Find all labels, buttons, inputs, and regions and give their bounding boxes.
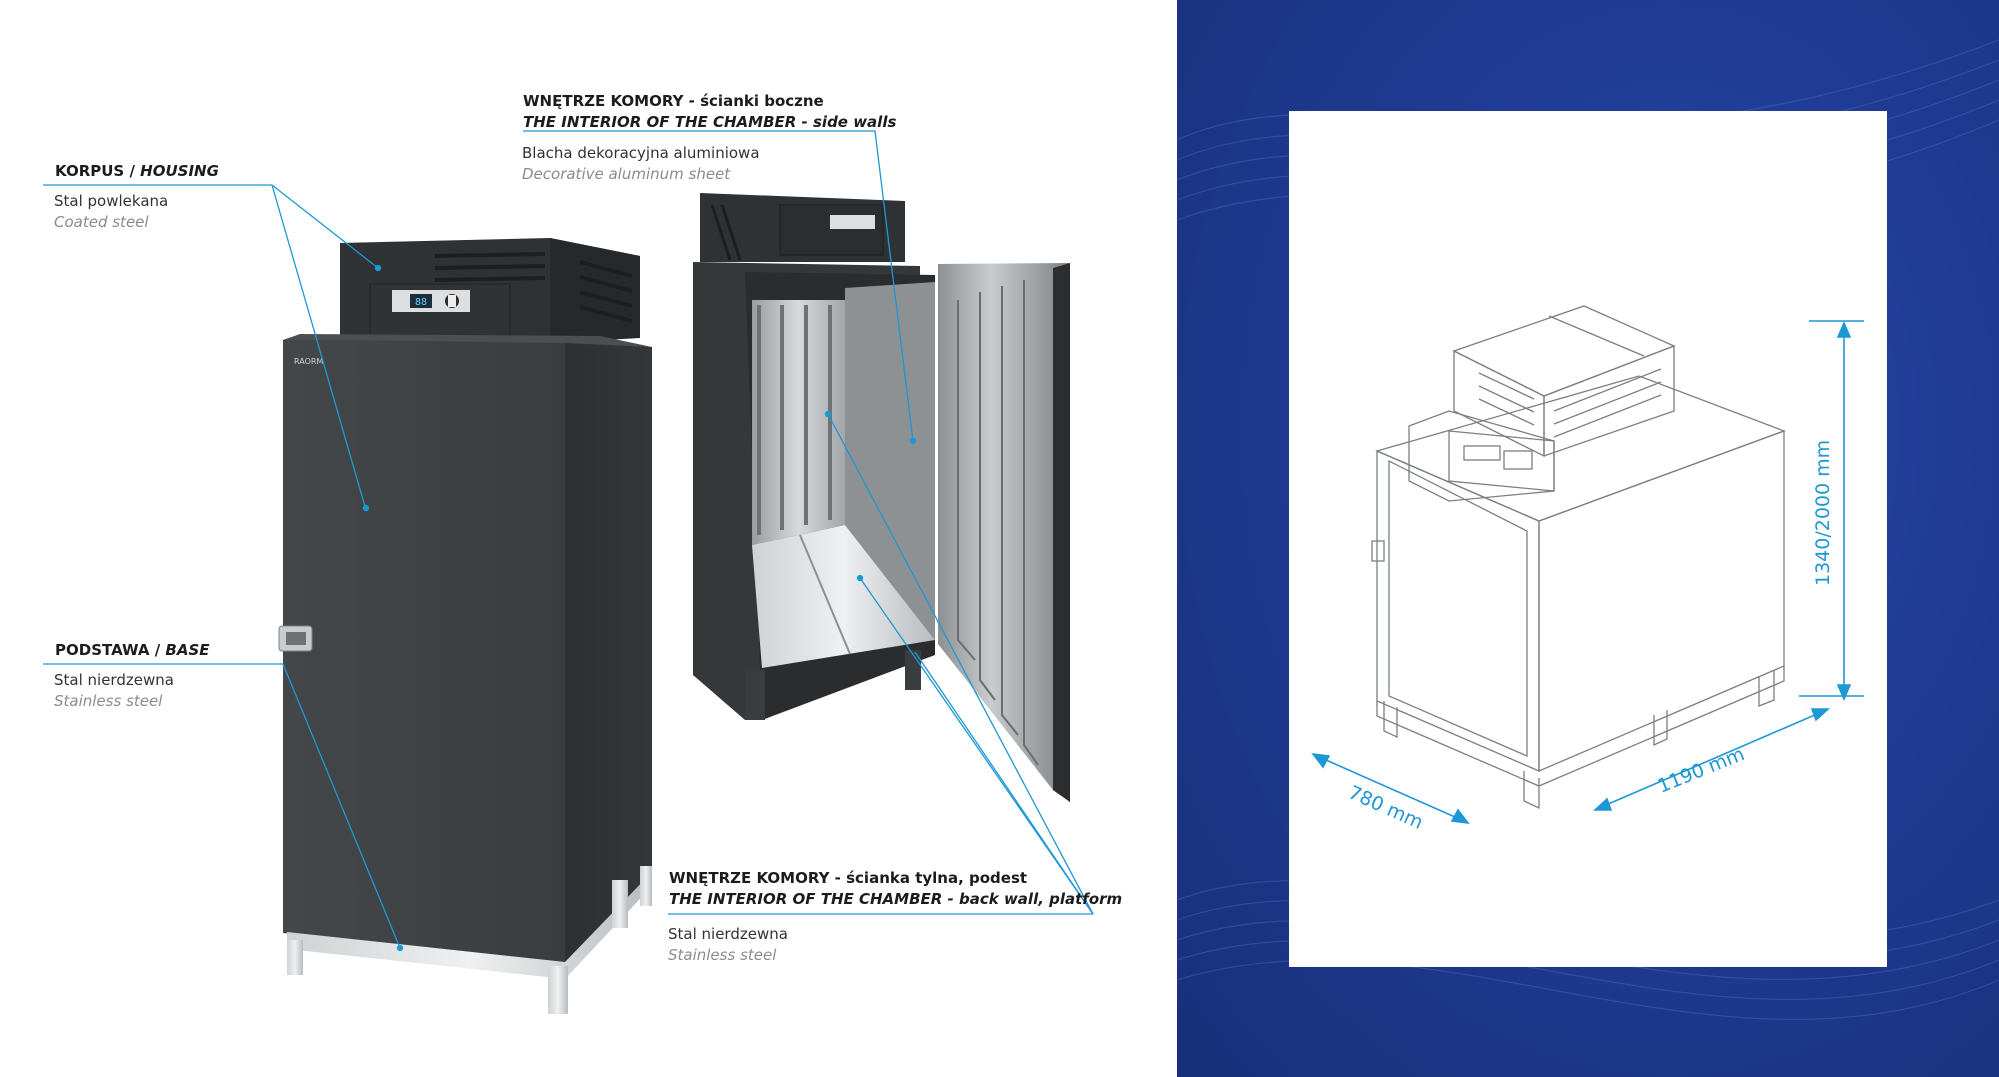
brand-logo: RAORM [294, 357, 323, 366]
housing-material-en: Coated steel [54, 213, 149, 231]
housing-label: KORPUS / HOUSING [55, 161, 219, 182]
back-wall-head-en: THE INTERIOR OF THE CHAMBER - back wall,… [669, 890, 1123, 908]
base-material: Stal nierdzewna Stainless steel [54, 670, 174, 712]
technical-drawing-panel: 780 mm 1190 mm 1340/2000 mm [1177, 0, 1999, 1077]
side-walls-head-pl: WNĘTRZE KOMORY - ścianki boczne [523, 92, 824, 110]
drawing-card: 780 mm 1190 mm 1340/2000 mm [1289, 111, 1887, 967]
depth-dimension: 780 mm [1345, 781, 1426, 833]
open-cabinet [693, 193, 1070, 802]
side-walls-head-en: THE INTERIOR OF THE CHAMBER - side walls [523, 113, 897, 131]
base-material-pl: Stal nierdzewna [54, 671, 174, 689]
base-material-en: Stainless steel [54, 692, 163, 710]
side-walls-label: WNĘTRZE KOMORY - ścianki boczne THE INTE… [523, 91, 896, 133]
product-illustration: 88 RAORM [43, 130, 1094, 1014]
base-label: PODSTAWA / BASE [55, 640, 210, 661]
back-wall-material-en: Stainless steel [668, 946, 777, 964]
base-head-en: BASE [165, 641, 210, 659]
controller-display: 88 [415, 297, 427, 308]
side-walls-material-pl: Blacha dekoracyjna aluminiowa [522, 144, 760, 162]
back-wall-label: WNĘTRZE KOMORY - ścianka tylna, podest T… [669, 868, 1122, 910]
product-photo-panel: 88 RAORM [43, 91, 1123, 1014]
isometric-drawing: 780 mm 1190 mm 1340/2000 mm [1311, 305, 1864, 834]
back-wall-head-pl: WNĘTRZE KOMORY - ścianka tylna, podest [669, 869, 1028, 887]
height-dimension: 1340/2000 mm [1812, 440, 1834, 586]
housing-material: Stal powlekana Coated steel [54, 191, 168, 233]
side-walls-material: Blacha dekoracyjna aluminiowa Decorative… [522, 143, 760, 185]
housing-head-en: HOUSING [140, 162, 219, 180]
base-head-pl: PODSTAWA / [55, 641, 166, 659]
dimension-lines [1311, 320, 1864, 825]
back-wall-material-pl: Stal nierdzewna [668, 925, 788, 943]
callout-lines [43, 130, 1094, 952]
side-walls-material-en: Decorative aluminum sheet [522, 165, 731, 183]
back-wall-material: Stal nierdzewna Stainless steel [668, 924, 788, 966]
width-dimension: 1190 mm [1655, 743, 1748, 798]
housing-head-pl: KORPUS / [55, 162, 141, 180]
housing-material-pl: Stal powlekana [54, 192, 169, 210]
closed-cabinet: 88 RAORM [278, 238, 652, 1014]
